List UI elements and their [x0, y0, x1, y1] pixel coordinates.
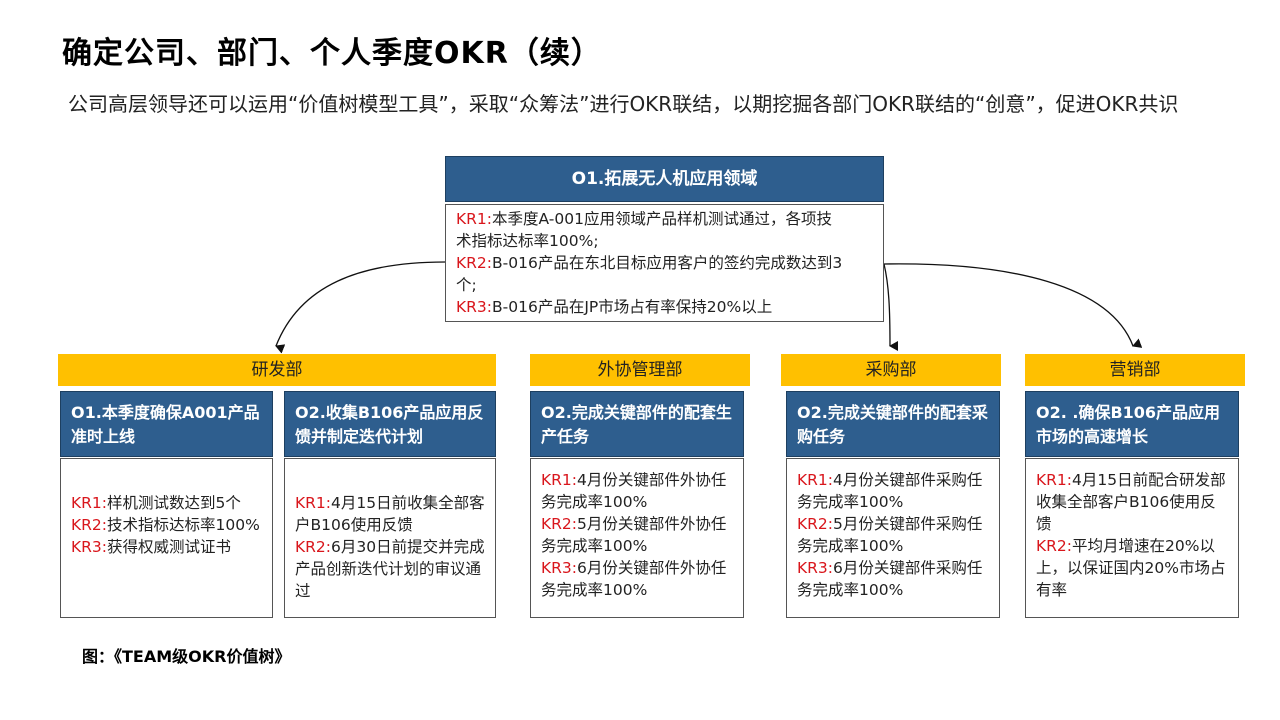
figure-caption: 图：《TEAM级OKR价值树》 — [82, 647, 291, 666]
dept-header-marketing: 营销部 — [1025, 354, 1245, 386]
dept-header-rd: 研发部 — [58, 354, 496, 386]
top-kr-1: KR1:本季度A-001应用领域产品样机测试通过，各项技术指标达标率100%; — [456, 210, 832, 250]
outsourcing-kr-2: KR2:5月份关键部件外协任务完成率100% — [541, 515, 727, 555]
rd-team1-kr-3: KR3:获得权威测试证书 — [71, 538, 232, 556]
purchasing-kr-1: KR1:4月份关键部件采购任务完成率100% — [797, 471, 983, 511]
outsourcing-objective: O2.完成关键部件的配套生产任务 — [530, 391, 744, 457]
top-objective: O1.拓展无人机应用领域 — [445, 156, 884, 202]
top-kr-3: KR3:B-016产品在JP市场占有率保持20%以上 — [456, 298, 773, 316]
marketing-kr-box: KR1:4月15日前配合研发部收集全部客户B106使用反馈 KR2:平均月增速在… — [1025, 458, 1239, 618]
arrow-to-rd — [275, 261, 446, 354]
rd-team2-kr-box: KR1:4月15日前收集全部客户B106使用反馈 KR2:6月30日前提交并完成… — [284, 458, 496, 618]
rd-team1-kr-2: KR2:技术指标达标率100% — [71, 516, 260, 534]
rd-team1-kr-1: KR1:样机测试数达到5个 — [71, 494, 241, 512]
marketing-kr-2: KR2:平均月增速在20%以上，以保证国内20%市场占有率 — [1036, 537, 1226, 599]
dept-header-purchasing: 采购部 — [781, 354, 1001, 386]
arrow-to-marketing — [883, 263, 1143, 348]
outsourcing-kr-box: KR1:4月份关键部件外协任务完成率100% KR2:5月份关键部件外协任务完成… — [530, 458, 744, 618]
marketing-kr-1: KR1:4月15日前配合研发部收集全部客户B106使用反馈 — [1036, 471, 1226, 533]
dept-header-outsourcing: 外协管理部 — [530, 354, 750, 386]
top-kr-2: KR2:B-016产品在东北目标应用客户的签约完成数达到3个; — [456, 254, 843, 294]
top-kr-box: KR1:本季度A-001应用领域产品样机测试通过，各项技术指标达标率100%; … — [445, 204, 884, 322]
purchasing-kr-3: KR3:6月份关键部件采购任务完成率100% — [797, 559, 983, 599]
rd-team1-kr-box: KR1:样机测试数达到5个 KR2:技术指标达标率100% KR3:获得权威测试… — [60, 458, 273, 618]
outsourcing-kr-3: KR3:6月份关键部件外协任务完成率100% — [541, 559, 727, 599]
page-title: 确定公司、部门、个人季度OKR（续） — [62, 36, 602, 71]
purchasing-objective: O2.完成关键部件的配套采购任务 — [786, 391, 1000, 457]
rd-team1-objective: O1.本季度确保A001产品准时上线 — [60, 391, 273, 457]
rd-team2-kr-1: KR1:4月15日前收集全部客户B106使用反馈 — [295, 494, 485, 534]
purchasing-kr-2: KR2:5月份关键部件采购任务完成率100% — [797, 515, 983, 555]
outsourcing-kr-1: KR1:4月份关键部件外协任务完成率100% — [541, 471, 727, 511]
purchasing-kr-box: KR1:4月份关键部件采购任务完成率100% KR2:5月份关键部件采购任务完成… — [786, 458, 1000, 618]
page-subtitle: 公司高层领导还可以运用“价值树模型工具”，采取“众筹法”进行OKR联结，以期挖掘… — [68, 92, 1179, 116]
marketing-objective: O2. .确保B106产品应用市场的高速增长 — [1025, 391, 1239, 457]
rd-team2-kr-2: KR2:6月30日前提交并完成产品创新迭代计划的审议通过 — [295, 538, 485, 600]
top-objective-label: O1.拓展无人机应用领域 — [571, 169, 758, 189]
rd-team2-objective: O2.收集B106产品应用反馈并制定迭代计划 — [284, 391, 496, 457]
arrow-to-purchasing — [883, 263, 899, 351]
